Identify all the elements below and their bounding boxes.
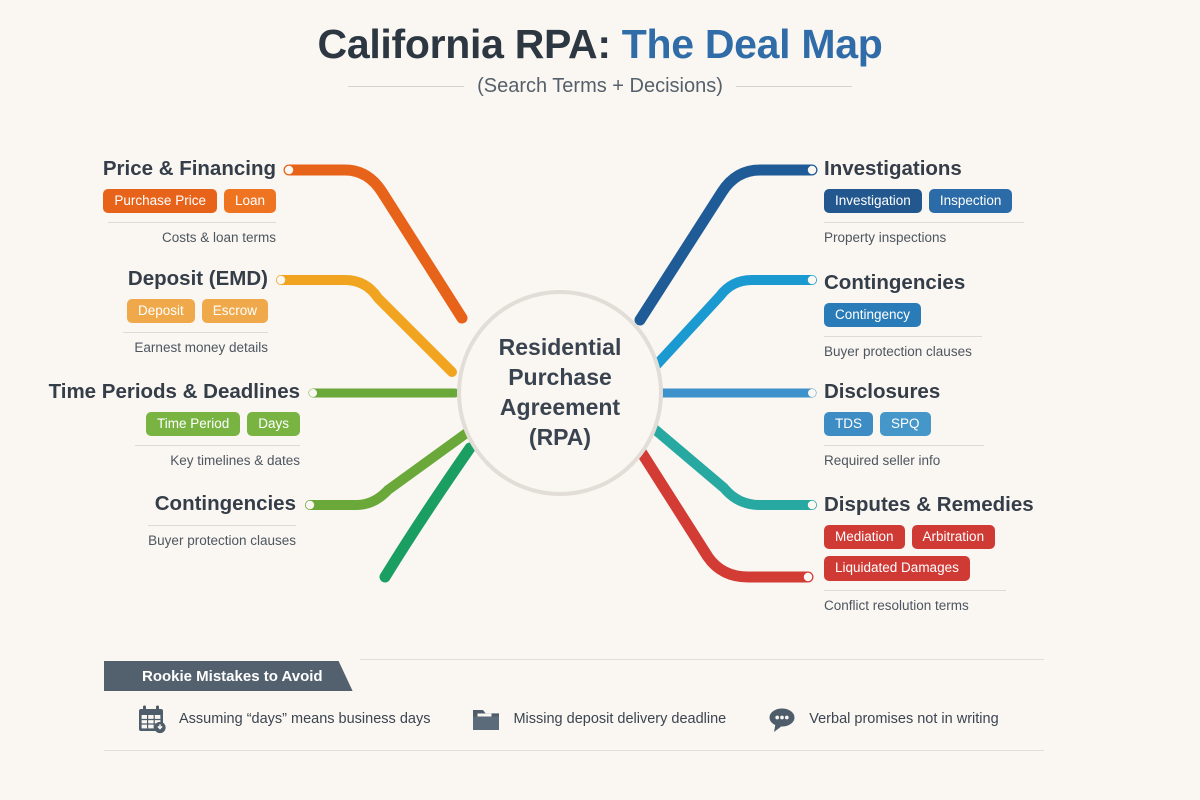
tag-chip-spq[interactable]: SPQ <box>880 411 931 437</box>
footer-rule-bottom <box>104 750 1044 751</box>
branch-path-deposit-emd <box>276 275 457 377</box>
tag-chip-time-period[interactable]: Time Period <box>145 411 241 437</box>
tag-chip-investigation[interactable]: Investigation <box>824 188 922 214</box>
header: California RPA: The Deal Map (Search Ter… <box>0 21 1200 98</box>
list-item: Missing deposit delivery deadline <box>470 703 726 735</box>
branch-title: Contingencies <box>824 271 966 294</box>
mistakes-list: Assuming “days” means business days Miss… <box>136 703 999 735</box>
central-hub-node: Residential Purchase Agreement (RPA) <box>457 290 663 496</box>
branch-title: Contingencies <box>154 492 296 515</box>
branch-divider <box>824 445 984 447</box>
branch-path-investigations <box>634 164 818 326</box>
branch-divider <box>148 524 296 526</box>
branch-title: Deposit (EMD) <box>127 267 268 290</box>
branch-title: Time Periods & Deadlines <box>48 380 300 403</box>
branch-title: Disclosures <box>824 380 941 403</box>
branch-path-contingencies-left <box>305 427 473 510</box>
tag-chip-arbitration[interactable]: Arbitration <box>911 524 996 550</box>
branch-path-disputes-remedies <box>647 422 817 510</box>
subtitle-rule-right <box>735 85 852 87</box>
branch-title: Investigations <box>824 157 962 180</box>
tag-chip-deposit[interactable]: Deposit <box>126 298 195 324</box>
tag-chip-loan[interactable]: Loan <box>223 188 276 214</box>
title-primary: California RPA: <box>317 21 611 67</box>
branch-path-price-financing <box>283 164 468 324</box>
branch-divider <box>123 332 268 334</box>
branch-subtitle: Costs & loan terms <box>161 230 276 246</box>
subtitle-rule-left <box>348 85 465 87</box>
branch-chips: TDS SPQ <box>824 411 1154 437</box>
tag-chip-contingency[interactable]: Contingency <box>824 302 922 328</box>
tag-chip-days[interactable]: Days <box>247 411 300 437</box>
tag-chip-inspection[interactable]: Inspection <box>928 188 1013 214</box>
mistake-text: Verbal promises not in writing <box>809 711 999 727</box>
branch-divider <box>135 445 300 447</box>
branch-subtitle: Earnest money details <box>134 340 268 356</box>
footer-rule-top <box>360 659 1044 660</box>
mistake-text: Assuming “days” means business days <box>179 711 431 727</box>
branch-node-contingencies-right[interactable]: Contingencies Contingency Buyer protecti… <box>824 271 1154 360</box>
title-accent: The Deal Map <box>621 21 883 67</box>
branch-divider <box>824 336 982 338</box>
branch-path-liquidated-damages <box>634 444 814 583</box>
tag-chip-escrow[interactable]: Escrow <box>201 298 268 324</box>
tag-chip-liquidated-damages[interactable]: Liquidated Damages <box>824 556 970 581</box>
branch-title: Price & Financing <box>102 157 276 180</box>
page-title: California RPA: The Deal Map <box>0 21 1200 68</box>
rookie-mistakes-ribbon: Rookie Mistakes to Avoid <box>104 661 353 691</box>
branch-divider <box>108 222 276 224</box>
branch-chips: Contingency <box>824 302 1154 328</box>
branch-divider <box>824 222 1024 224</box>
hub-label: Residential Purchase Agreement (RPA) <box>498 334 622 450</box>
branch-subtitle: Property inspections <box>824 230 947 246</box>
branch-node-contingencies-left[interactable]: Contingencies Buyer protection clauses <box>0 492 296 548</box>
tag-chip-purchase-price[interactable]: Purchase Price <box>103 188 217 214</box>
branch-node-disclosures[interactable]: Disclosures TDS SPQ Required seller info <box>824 380 1154 469</box>
branch-divider <box>824 589 1006 591</box>
tag-chip-mediation[interactable]: Mediation <box>824 524 905 550</box>
branch-title: Disputes & Remedies <box>824 493 1034 516</box>
tag-chip-tds[interactable]: TDS <box>824 411 873 437</box>
branch-path-green-stub <box>379 442 476 583</box>
list-item: Verbal promises not in writing <box>766 703 999 735</box>
subtitle-row: (Search Terms + Decisions) <box>0 75 1200 98</box>
speech-bubble-icon <box>769 708 795 732</box>
branch-subtitle: Key timelines & dates <box>170 453 300 469</box>
list-item: Assuming “days” means business days <box>136 703 430 735</box>
folder-icon <box>473 710 500 730</box>
branch-endpoint-dots <box>276 165 817 582</box>
branch-subtitle: Buyer protection clauses <box>148 532 296 548</box>
calendar-icon <box>139 705 166 734</box>
branch-subtitle: Conflict resolution terms <box>824 597 969 613</box>
mistake-text: Missing deposit delivery deadline <box>513 711 727 727</box>
branch-path-contingencies-right <box>645 275 817 377</box>
branch-subtitle: Buyer protection clauses <box>824 344 972 360</box>
page-subtitle: (Search Terms + Decisions) <box>477 74 723 97</box>
branch-subtitle: Required seller info <box>824 453 941 469</box>
